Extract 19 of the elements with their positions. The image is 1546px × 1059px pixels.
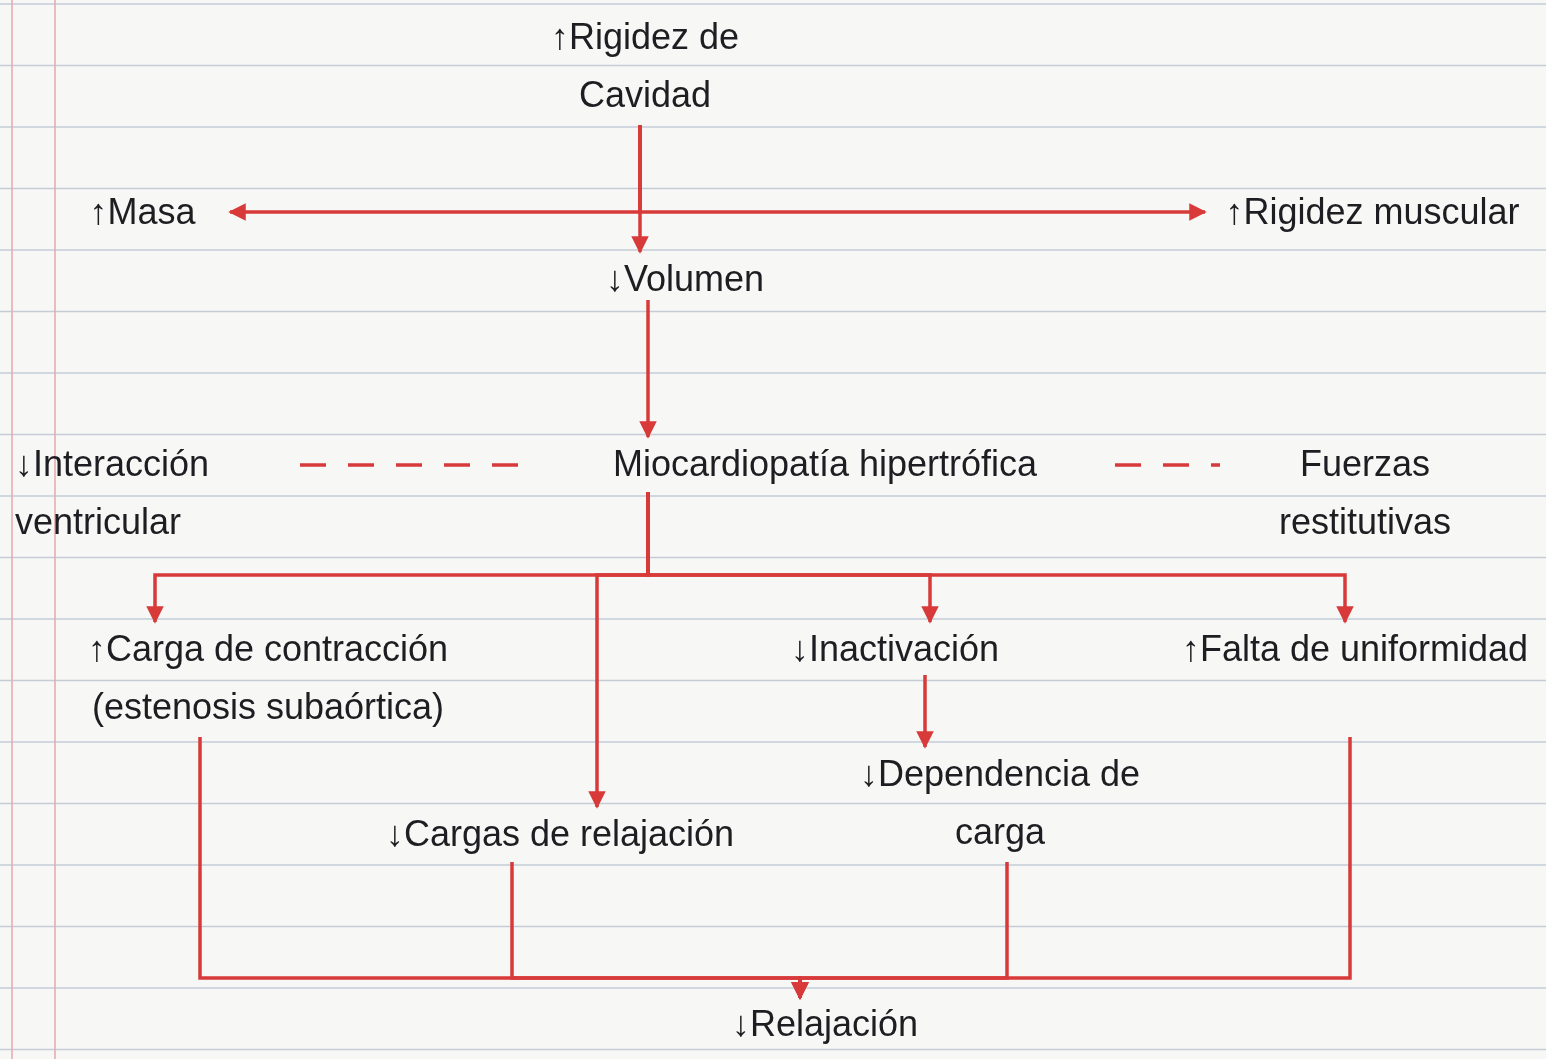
concept-label: ↓Dependencia de carga — [820, 745, 1180, 861]
concept-label: ↑Rigidez de Cavidad — [500, 8, 790, 124]
concept-label: ↓Cargas de relajación — [325, 805, 795, 863]
concept-label: ↓Inactivación — [760, 620, 1030, 678]
connector-line — [1115, 463, 1220, 467]
arrow — [916, 675, 934, 749]
concept-label: ↑Carga de contracción (estenosis subaórtica) — [8, 620, 528, 736]
concept-label: ↑Falta de uniformidad — [1170, 620, 1540, 678]
concept-label: ↓Relajación — [680, 995, 970, 1053]
arrow — [631, 125, 649, 254]
concept-label: ↑Rigidez muscular — [1205, 183, 1540, 241]
arrow — [646, 492, 1354, 624]
concept-label: ↑Masa — [55, 183, 230, 241]
concept-label: Fuerzas restitutivas — [1220, 435, 1510, 551]
concept-label: ↓Volumen — [575, 250, 795, 308]
concept-label: Miocardiopatía hipertrófica — [530, 435, 1120, 493]
arrow — [791, 737, 1352, 1000]
arrow — [639, 300, 657, 439]
concept-label: ↓Interacción ventricular — [15, 435, 300, 551]
